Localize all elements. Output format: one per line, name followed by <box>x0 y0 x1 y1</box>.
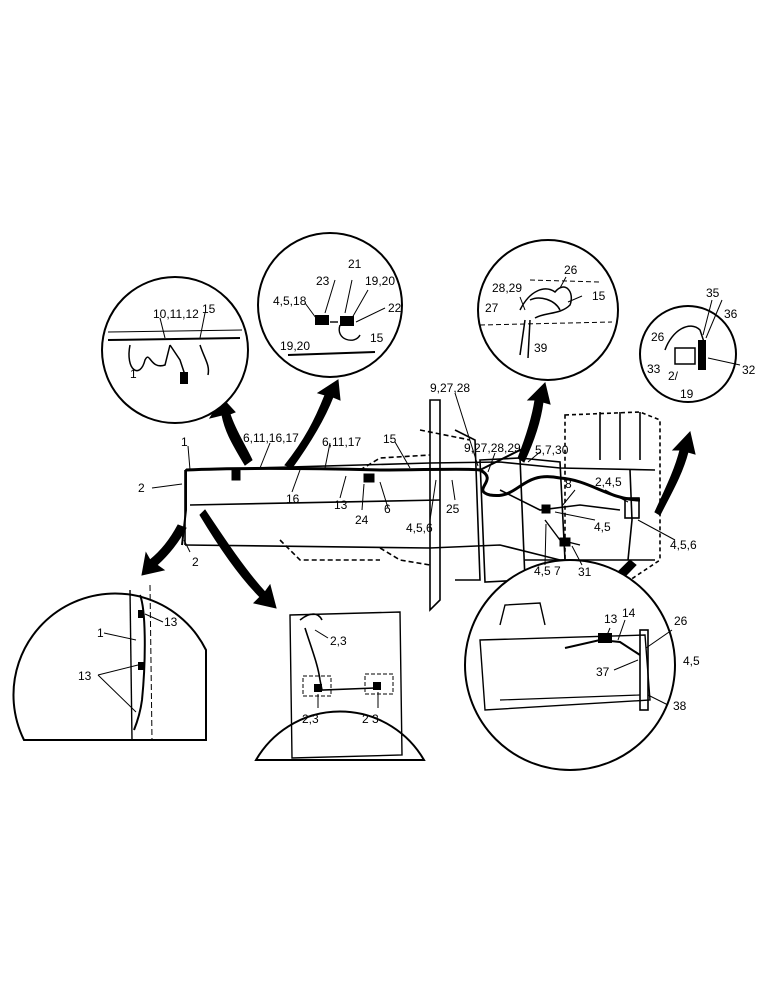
label-top-right-1: 28,29 <box>492 281 522 295</box>
main-label-16: 4,5 <box>594 520 611 534</box>
label-bottom-right-3: 37 <box>596 665 610 679</box>
main-label-12: 5,7,30 <box>535 443 569 457</box>
main-label-1: 2 <box>138 481 145 495</box>
label-far-right-3: 33 <box>647 362 661 376</box>
chassis-frame <box>184 399 661 612</box>
label-top-left-1: 15 <box>202 302 216 316</box>
main-label-13: 25 <box>446 502 460 516</box>
label-top-center-3: 4,5,18 <box>273 294 307 308</box>
main-label-2: 2 <box>192 555 199 569</box>
main-harness <box>181 448 641 561</box>
callout-circle-top-center: 21 23 19,20 4,5,18 22 19,20 15 <box>257 232 403 378</box>
main-label-18: 31 <box>578 565 592 579</box>
label-top-right-3: 27 <box>485 301 499 315</box>
label-far-right-4: 32 <box>742 363 756 377</box>
main-label-6: 13 <box>334 498 348 512</box>
label-bottom-right-4: 4,5 <box>683 654 700 668</box>
main-label-7: 24 <box>355 513 369 527</box>
label-bottom-left-2: 13 <box>78 669 92 683</box>
label-bottom-right-0: 13 <box>604 612 618 626</box>
callout-circle-top-right: 26 28,29 15 27 39 <box>477 239 619 381</box>
label-top-center-6: 15 <box>370 331 384 345</box>
label-bottom-right-5: 38 <box>673 699 687 713</box>
main-label-14: 4,5,6 <box>406 521 433 535</box>
label-bottom-right-1: 14 <box>622 606 636 620</box>
main-labels: 1 2 2 6,11,16,17 6,11,17 16 13 24 6 15 9… <box>138 381 697 579</box>
label-bottom-center-2: 2 3 <box>362 712 379 726</box>
callout-circle-bottom-right: 13 14 26 37 4,5 38 <box>464 559 700 771</box>
main-label-19: 2,4,5 <box>595 475 622 489</box>
main-label-9: 15 <box>383 432 397 446</box>
main-label-20: 4,5,6 <box>670 538 697 552</box>
main-label-5: 16 <box>286 492 300 506</box>
main-label-3: 6,11,16,17 <box>243 431 299 445</box>
main-label-17: 4,5 7 <box>534 564 561 578</box>
label-bottom-right-2: 26 <box>674 614 688 628</box>
main-label-15: 8 <box>565 477 572 491</box>
label-top-right-4: 39 <box>534 341 548 355</box>
callout-circle-bottom-center: 2,3 2,3 2 3 <box>254 611 426 761</box>
label-bottom-center-0: 2,3 <box>330 634 347 648</box>
label-top-center-5: 19,20 <box>280 339 310 353</box>
label-far-right-0: 35 <box>706 286 720 300</box>
label-top-center-1: 23 <box>316 274 330 288</box>
label-top-right-0: 26 <box>564 263 578 277</box>
label-bottom-left-0: 1 <box>97 626 104 640</box>
main-label-11: 9,27,28,29 <box>464 441 521 455</box>
label-top-center-4: 22 <box>388 301 402 315</box>
main-label-8: 6 <box>384 502 391 516</box>
label-far-right-2: 26 <box>651 330 665 344</box>
label-top-left-0: 10,11,12 <box>153 307 199 321</box>
main-leader-lines <box>151 392 676 566</box>
label-top-center-0: 21 <box>348 257 362 271</box>
callout-circle-bottom-left: 1 13 13 <box>12 584 207 741</box>
label-top-center-2: 19,20 <box>365 274 395 288</box>
label-far-right-5: 2/ <box>668 369 679 383</box>
label-bottom-center-1: 2,3 <box>302 712 319 726</box>
label-top-right-2: 15 <box>592 289 606 303</box>
callout-circle-top-left: 10,11,12 15 1 <box>101 276 249 424</box>
main-label-0: 1 <box>181 435 188 449</box>
main-label-4: 6,11,17 <box>322 435 361 449</box>
callout-circle-far-right: 35 36 26 33 32 2/ 19 <box>639 286 756 403</box>
main-label-10: 9,27,28 <box>430 381 470 395</box>
label-far-right-1: 36 <box>724 307 738 321</box>
label-top-left-2: 1 <box>130 367 137 381</box>
label-far-right-6: 19 <box>680 387 694 401</box>
label-bottom-left-1: 13 <box>164 615 178 629</box>
